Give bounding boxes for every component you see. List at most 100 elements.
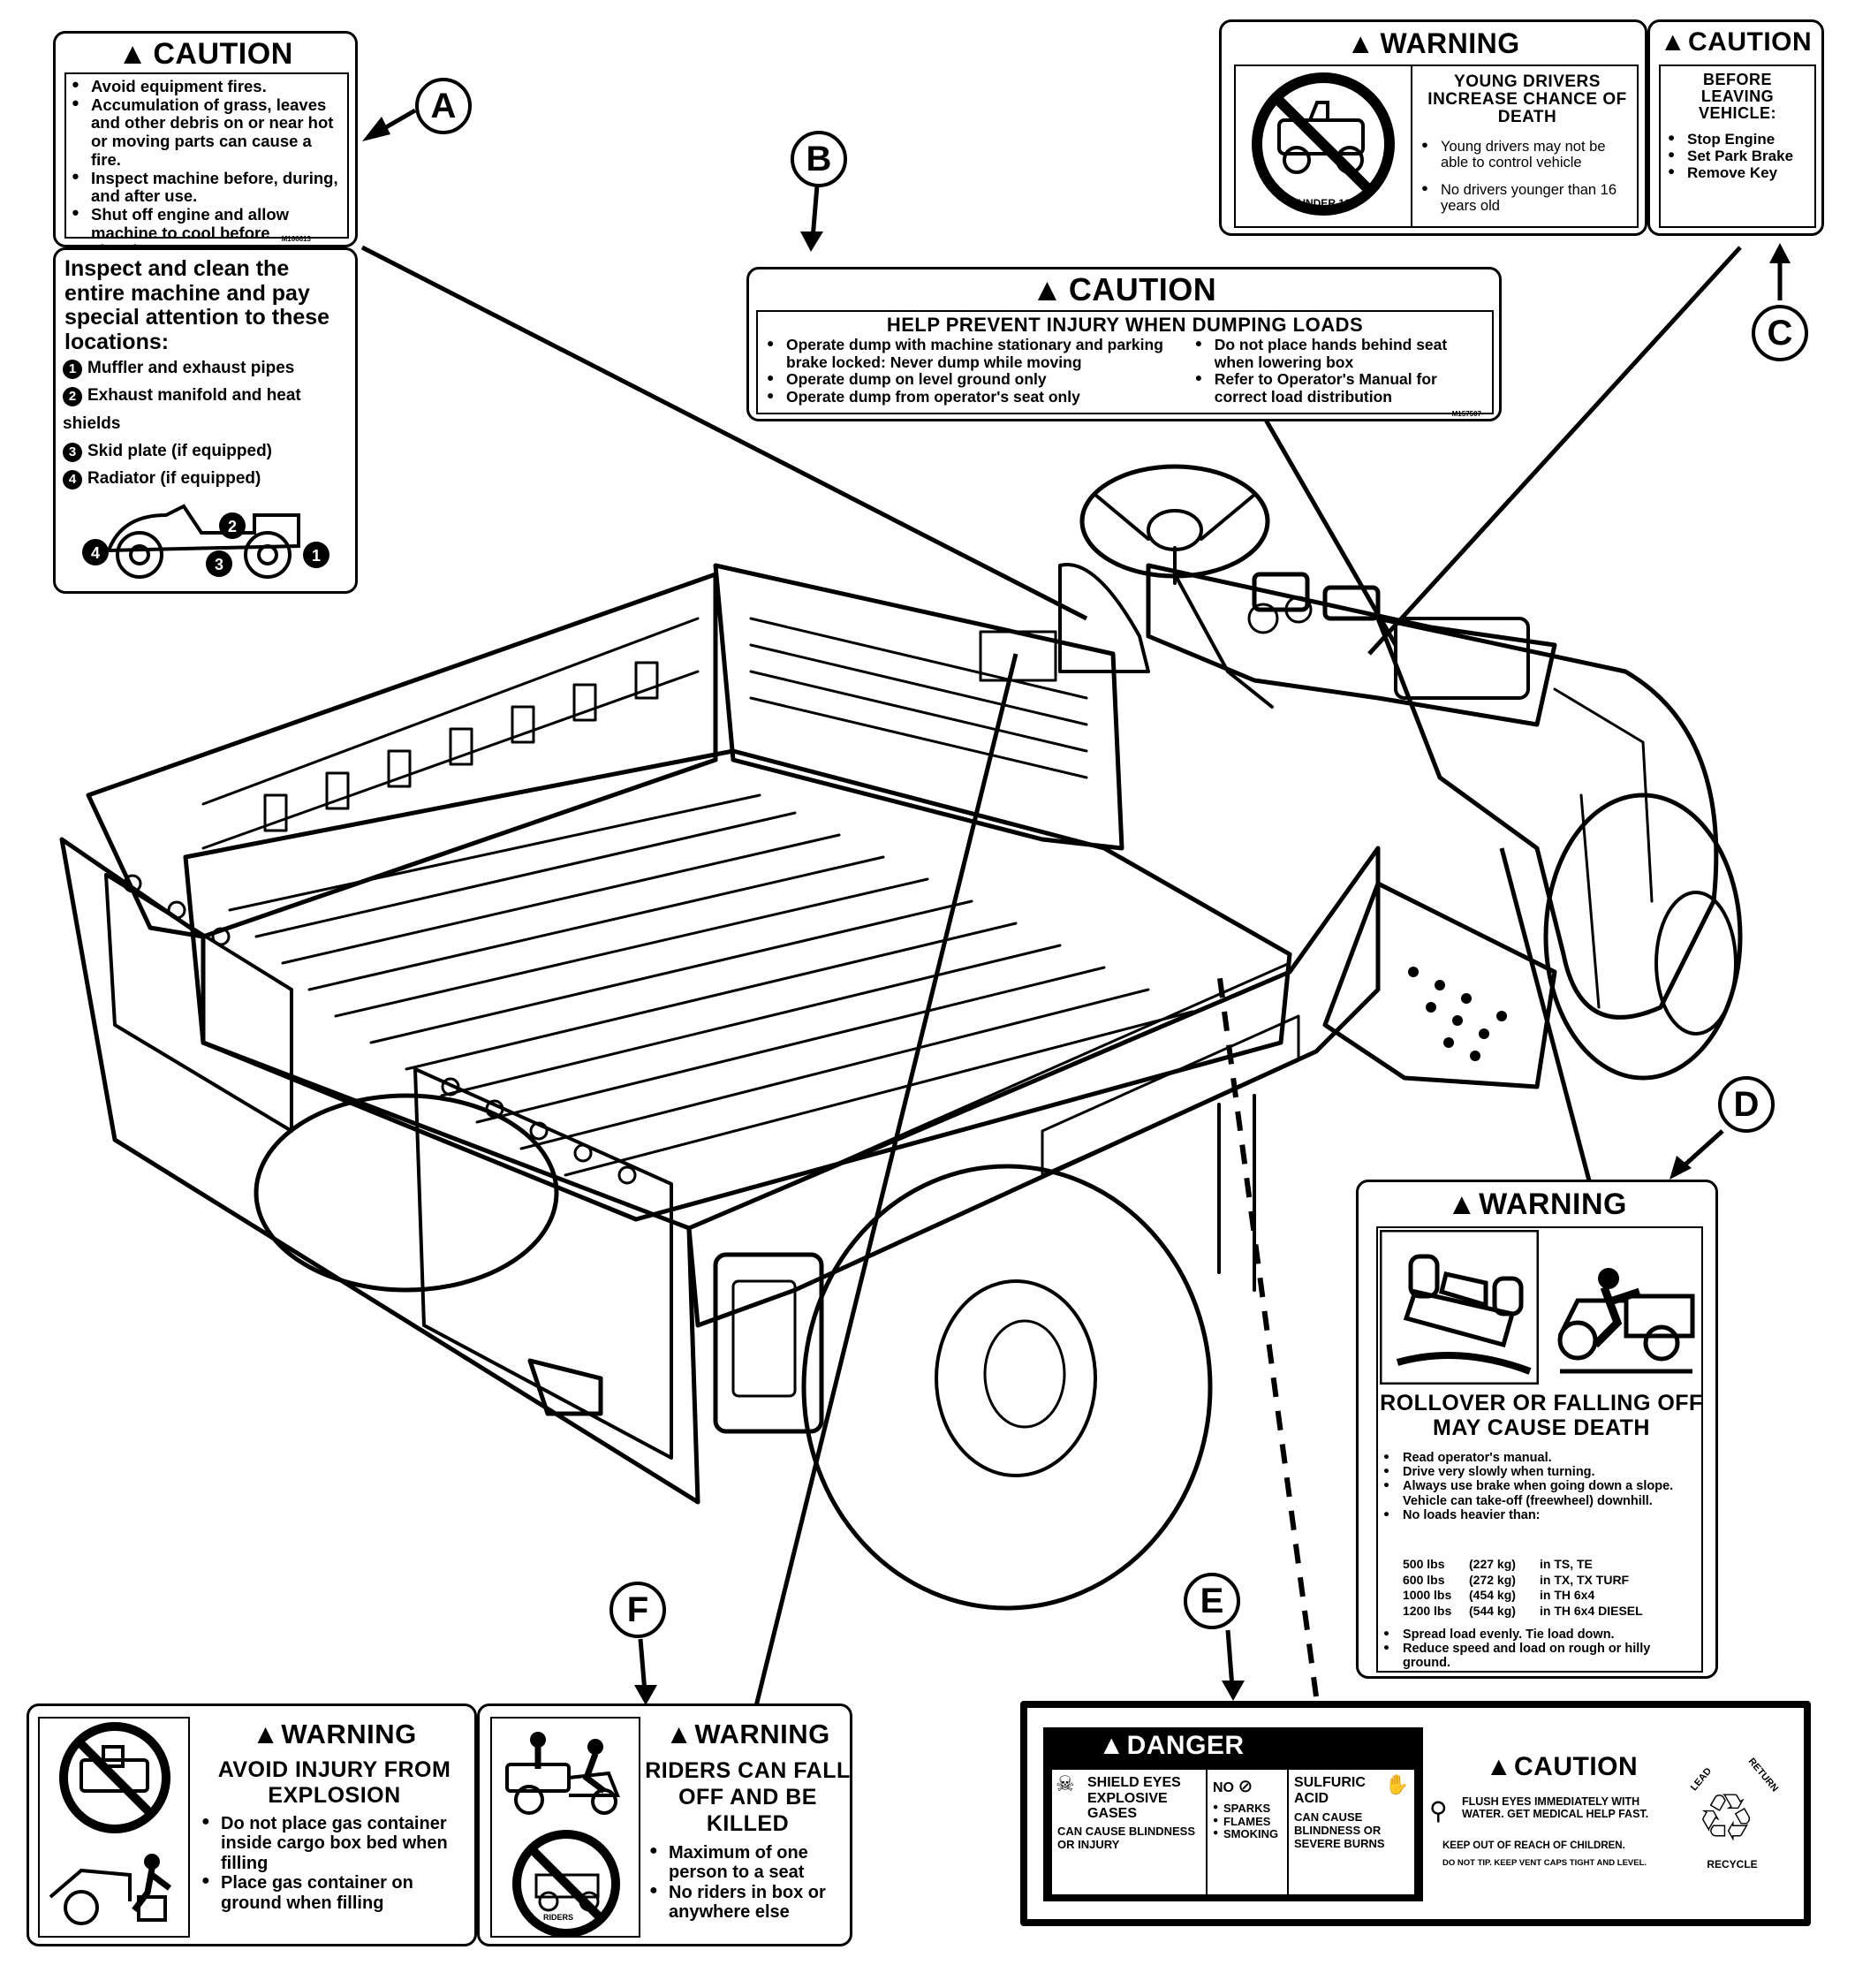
decal-b-subtitle: HELP PREVENT INJURY WHEN DUMPING LOADS: [886, 314, 1364, 336]
before-leaving-bullets: Stop Engine Set Park Brake Remove Key: [1668, 131, 1807, 181]
under16-label: UNDER 16: [1298, 197, 1351, 209]
callout-a: A: [415, 78, 472, 134]
hood-outline: [1375, 616, 1719, 1020]
bullet: Refer to Operator's Manual for correct l…: [1195, 370, 1483, 406]
acid-hand-icon: ✋: [1384, 1773, 1409, 1795]
bullet: SPARKS: [1213, 1802, 1282, 1816]
explosion-headline: AVOID INJURY FROM EXPLOSION: [217, 1757, 451, 1808]
decal-c-caution-title: CAUTION: [1688, 27, 1813, 57]
cargo-box-bed: [183, 748, 1292, 1222]
eye-hazard-icon: ☠: [1056, 1772, 1075, 1796]
bullet: Do not place gas container inside cargo …: [201, 1814, 471, 1873]
svg-text:4: 4: [91, 544, 100, 562]
bullet: Inspect machine before, during, and afte…: [72, 169, 342, 206]
decal-c-warning: ▲WARNING UNDER 16 YOUNG DRIVERS INCREASE…: [1219, 19, 1647, 236]
warning-triangle-icon: ▲: [1346, 27, 1375, 59]
no-smoking-icon: ⊘: [1238, 1777, 1253, 1796]
bullet: Avoid equipment fires.: [72, 77, 342, 96]
bullet: Operate dump with machine stationary and…: [767, 336, 1177, 371]
svg-text:1: 1: [312, 547, 321, 565]
callout-d: D: [1718, 1076, 1775, 1133]
decal-b-part-number: M157507: [1451, 410, 1481, 418]
decal-d-title: WARNING: [1479, 1187, 1627, 1221]
floor-board: [1322, 881, 1557, 1089]
no-sparks-cell: NO ⊘ SPARKS FLAMES SMOKING: [1208, 1770, 1289, 1894]
hitch: [527, 1358, 603, 1416]
callout-e: E: [1184, 1573, 1240, 1629]
decal-a-title: CAUTION: [153, 37, 293, 71]
bullet: Spread load evenly. Tie load down.: [1383, 1628, 1701, 1642]
bullet: Drive very slowly when turning.: [1383, 1465, 1701, 1479]
load-row: 1200 lbs(544 kg)in TH 6x4 DIESEL: [1403, 1603, 1643, 1618]
rollover-bullets-2: Spread load evenly. Tie load down. Reduc…: [1383, 1628, 1701, 1671]
riders-bullets: Maximum of one person to a seat No rider…: [649, 1843, 848, 1923]
warning-triangle-icon: ▲: [1447, 1187, 1478, 1221]
callout-f: F: [610, 1582, 666, 1638]
keep-out-text: KEEP OUT OF REACH OF CHILDREN.: [1442, 1840, 1625, 1851]
seat: [1058, 563, 1150, 673]
bullet: Operate dump on level ground only: [767, 371, 1177, 389]
riders-headline: RIDERS CAN FALL OFF AND BE KILLED: [645, 1758, 851, 1836]
tractor-locations-icon: 4 2 3 1: [82, 504, 329, 579]
warning-triangle-icon: ▲: [1031, 271, 1064, 307]
front-right-tire: [1543, 793, 1743, 1081]
warning-triangle-icon: ▲: [252, 1719, 280, 1749]
caution-title: CAUTION: [1514, 1752, 1639, 1781]
falling-off-pictogram: [1557, 1268, 1695, 1374]
young-drivers-title: YOUNG DRIVERS INCREASE CHANCE OF DEATH: [1427, 72, 1627, 126]
bullet: Shut off engine and allow machine to coo…: [72, 205, 342, 245]
warning-triangle-icon: ▲: [1098, 1731, 1125, 1760]
load-limits-table: 500 lbs(227 kg)in TS, TE 600 lbs(272 kg)…: [1403, 1557, 1643, 1619]
explosion-bullets: Do not place gas container inside cargo …: [201, 1814, 471, 1913]
decal-a-part-number: M166613: [281, 235, 311, 243]
decal-c-warning-title: WARNING: [1380, 27, 1520, 59]
decal-f1-title: WARNING: [281, 1719, 417, 1749]
bullet: No riders in box or anywhere else: [649, 1883, 848, 1923]
decal-c-caution: ▲CAUTION BEFORE LEAVING VEHICLE: Stop En…: [1647, 19, 1824, 236]
do-not-tip-text: DO NOT TIP. KEEP VENT CAPS TIGHT AND LEV…: [1442, 1858, 1647, 1868]
warning-triangle-icon: ▲: [117, 37, 148, 71]
callout-c: C: [1752, 305, 1808, 361]
faucet-icon: ⚲: [1429, 1797, 1448, 1825]
dashboard: [1146, 563, 1557, 727]
warning-triangle-icon: ▲: [1659, 27, 1687, 57]
rear-right-tire: [801, 1164, 1213, 1611]
decal-a-intro: Inspect and clean the entire machine and…: [64, 256, 330, 354]
no-gas-in-cargo-icon: [49, 1722, 172, 1925]
bullet: FLAMES: [1213, 1815, 1282, 1829]
bullet: Place gas container on ground when filli…: [201, 1873, 471, 1913]
bullet: Stop Engine: [1668, 131, 1807, 148]
decal-e-battery: ▲DANGER ☠ SHIELD EYES EXPLOSIVE GASES CA…: [1020, 1701, 1811, 1926]
riders-icon-label: RIDERS: [543, 1913, 574, 1922]
decal-f2-title: WARNING: [694, 1719, 830, 1749]
recycle-label: RECYCLE: [1707, 1858, 1758, 1870]
cargo-box-left-side: [86, 572, 718, 939]
bullet: Operate dump from operator's seat only: [767, 388, 1177, 406]
bullet: Maximum of one person to a seat: [649, 1843, 848, 1883]
rear-left-tire: [254, 1093, 559, 1293]
bullet: Reduce speed and load on rough or hilly …: [1383, 1642, 1701, 1670]
decal-a-bullets: Avoid equipment fires. Accumulation of g…: [72, 77, 342, 245]
decal-a-caution: ▲CAUTION Avoid equipment fires. Accumula…: [53, 31, 358, 247]
young-drivers-bullets: Young drivers may not be able to control…: [1421, 139, 1633, 215]
danger-panel: ▲DANGER ☠ SHIELD EYES EXPLOSIVE GASES CA…: [1043, 1727, 1423, 1901]
bullet: Accumulation of grass, leaves and other …: [72, 95, 342, 170]
warning-triangle-icon: ▲: [1485, 1752, 1513, 1781]
svg-text:3: 3: [215, 556, 223, 573]
bullet: No loads heavier than:: [1383, 1508, 1701, 1522]
load-row: 600 lbs(272 kg)in TX, TX TURF: [1403, 1572, 1630, 1587]
load-row: 1000 lbs(454 kg)in TH 6x4: [1403, 1588, 1595, 1602]
warning-triangle-icon: ▲: [665, 1719, 693, 1749]
before-leaving-title: BEFORE LEAVING VEHICLE:: [1698, 71, 1776, 122]
danger-title: DANGER: [1126, 1731, 1245, 1760]
flush-eyes-text: FLUSH EYES IMMEDIATELY WITH WATER. GET M…: [1462, 1795, 1649, 1820]
svg-text:2: 2: [228, 518, 237, 535]
decal-b-title: CAUTION: [1068, 271, 1217, 307]
bullet: Always use brake when going down a slope…: [1383, 1479, 1701, 1507]
rollover-pictogram: [1380, 1230, 1539, 1385]
